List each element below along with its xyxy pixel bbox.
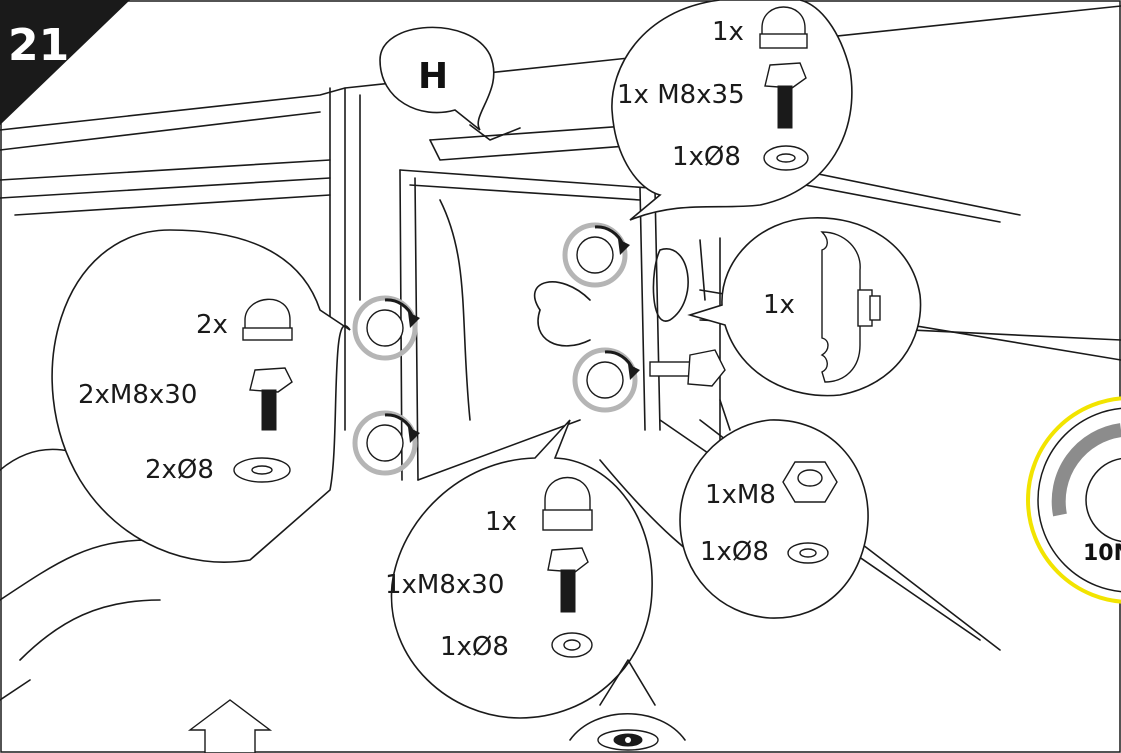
callout-top-right: 1x 1x M8x35 1xØ8 bbox=[611, 0, 853, 221]
washer-icon bbox=[787, 542, 829, 564]
callout-top-right-cap-qty: 1x bbox=[712, 17, 744, 47]
bolt-icon bbox=[764, 62, 807, 129]
callout-left-washer: 2xØ8 bbox=[145, 455, 214, 485]
rotation-arrow-icon bbox=[352, 410, 420, 476]
rotation-arrows bbox=[352, 222, 640, 476]
callout-right-nut-bubble bbox=[679, 419, 869, 619]
callout-right-nut-washer: 1xØ8 bbox=[700, 537, 769, 567]
callout-left: 2x 2xM8x30 2xØ8 bbox=[51, 229, 351, 563]
part-label: H bbox=[418, 56, 448, 97]
callout-bottom-center-bolt: 1xM8x30 bbox=[385, 570, 504, 600]
part-label-bubble bbox=[379, 26, 495, 131]
cap-nut-icon bbox=[542, 476, 593, 531]
torque-gauge-center bbox=[1085, 457, 1121, 543]
up-arrow-icon bbox=[187, 699, 273, 753]
torque-value: 10N bbox=[1083, 541, 1121, 566]
callout-bottom-center-bubble bbox=[390, 419, 653, 719]
clip-icon bbox=[820, 231, 881, 383]
hex-nut-icon bbox=[782, 461, 838, 503]
side-bolt-assembly bbox=[649, 349, 726, 387]
callout-bottom-center-cap-qty: 1x bbox=[485, 507, 517, 537]
step-badge-bg bbox=[0, 0, 130, 125]
callout-top-right-washer: 1xØ8 bbox=[672, 142, 741, 172]
callout-clip-bubble bbox=[687, 217, 922, 397]
callout-right-nut: 1xM8 1xØ8 bbox=[679, 399, 869, 619]
washer-icon bbox=[233, 457, 291, 483]
washer-icon bbox=[551, 632, 593, 658]
bolt-icon bbox=[249, 367, 293, 431]
part-label-callout: H bbox=[379, 26, 495, 131]
cap-nut-icon bbox=[242, 298, 293, 341]
torque-badge: 10N bbox=[1026, 396, 1121, 604]
callout-clip-qty: 1x bbox=[763, 290, 795, 320]
rotation-arrow-icon bbox=[572, 347, 640, 413]
callout-top-right-bolt: 1x M8x35 bbox=[617, 80, 745, 110]
rotation-arrow-icon bbox=[352, 295, 420, 361]
eye-icon bbox=[569, 659, 686, 751]
rotation-arrow-icon bbox=[562, 222, 630, 288]
step-number: 21 bbox=[8, 20, 69, 71]
callout-left-bolt: 2xM8x30 bbox=[78, 380, 197, 410]
step-badge: 21 bbox=[0, 0, 130, 125]
callout-clip: 1x bbox=[687, 217, 922, 397]
cap-nut-icon bbox=[759, 6, 808, 49]
callout-left-cap-qty: 2x bbox=[196, 310, 228, 340]
bolt-icon bbox=[547, 547, 589, 613]
torque-badge-inner bbox=[1037, 407, 1121, 593]
callout-right-nut-nut: 1xM8 bbox=[705, 480, 776, 510]
callout-bottom-center: 1x 1xM8x30 1xØ8 bbox=[385, 419, 653, 719]
torque-gauge-arc bbox=[1051, 423, 1121, 517]
washer-icon bbox=[763, 145, 809, 171]
callout-bottom-center-washer: 1xØ8 bbox=[440, 632, 509, 662]
